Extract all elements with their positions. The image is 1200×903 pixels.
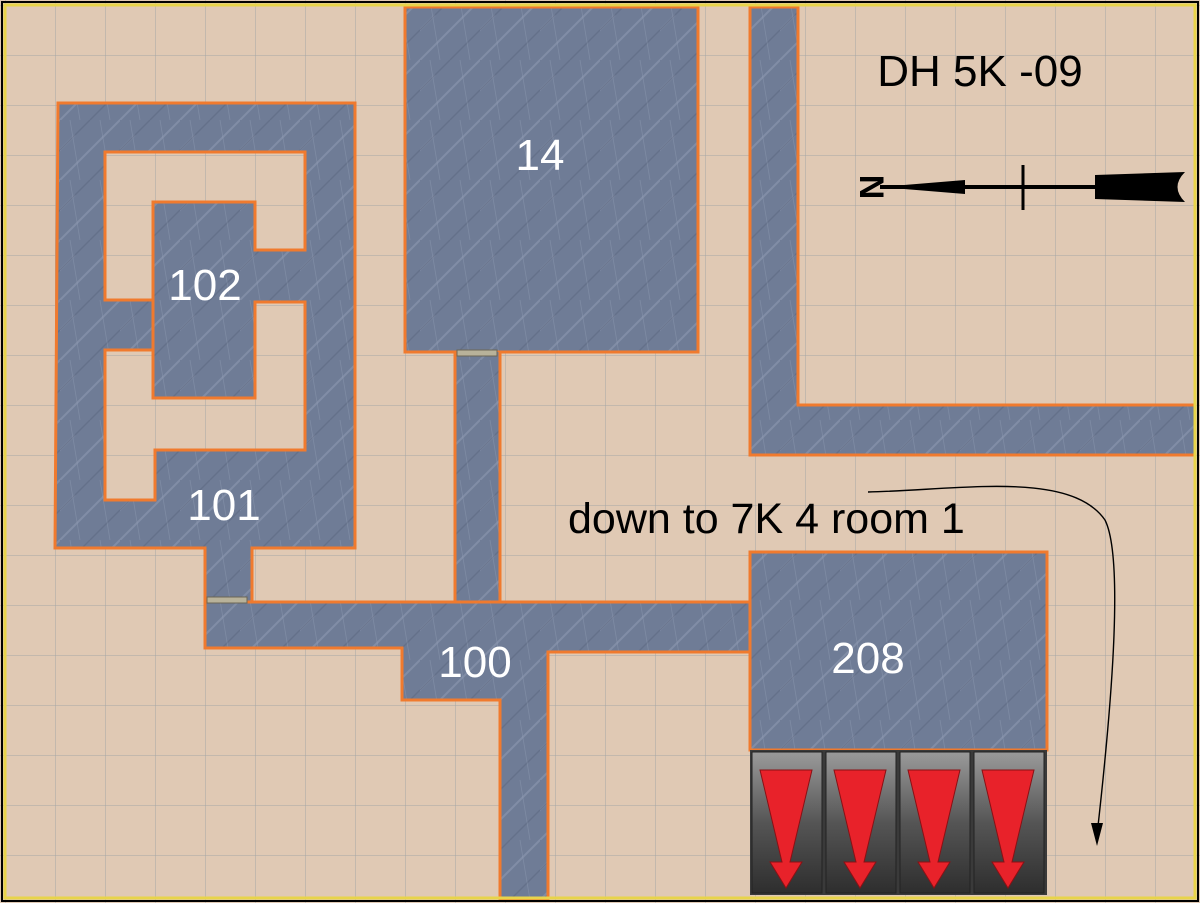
- room-label-100: 100: [438, 638, 511, 687]
- stairs-note: down to 7K 4 room 1: [568, 495, 965, 543]
- doors: [206, 349, 498, 604]
- door-101-corridor: [206, 596, 248, 604]
- stair-2: [825, 751, 897, 894]
- stair-4: [973, 751, 1045, 894]
- curved-arrow-icon: [867, 485, 1116, 846]
- floor-layer: [53, 5, 1197, 902]
- room-label-102: 102: [168, 261, 241, 310]
- room-14: [403, 5, 700, 354]
- stair-arrow-3: [907, 769, 961, 889]
- map-title: DH 5K -09: [877, 47, 1082, 96]
- stairs-down: [750, 750, 1047, 895]
- stair-arrow-2: [833, 769, 887, 889]
- north-compass-icon: N: [852, 165, 1185, 210]
- room-label-208: 208: [831, 634, 904, 683]
- door-14-corridor: [456, 349, 498, 357]
- stair-1: [751, 751, 823, 894]
- stair-3: [899, 751, 971, 894]
- room-label-14: 14: [516, 131, 565, 180]
- room-208: [748, 550, 1049, 752]
- room-label-101: 101: [187, 481, 260, 530]
- stair-arrow-1: [759, 769, 813, 889]
- stair-arrow-4: [981, 769, 1035, 889]
- corridor-north-south: [455, 352, 500, 602]
